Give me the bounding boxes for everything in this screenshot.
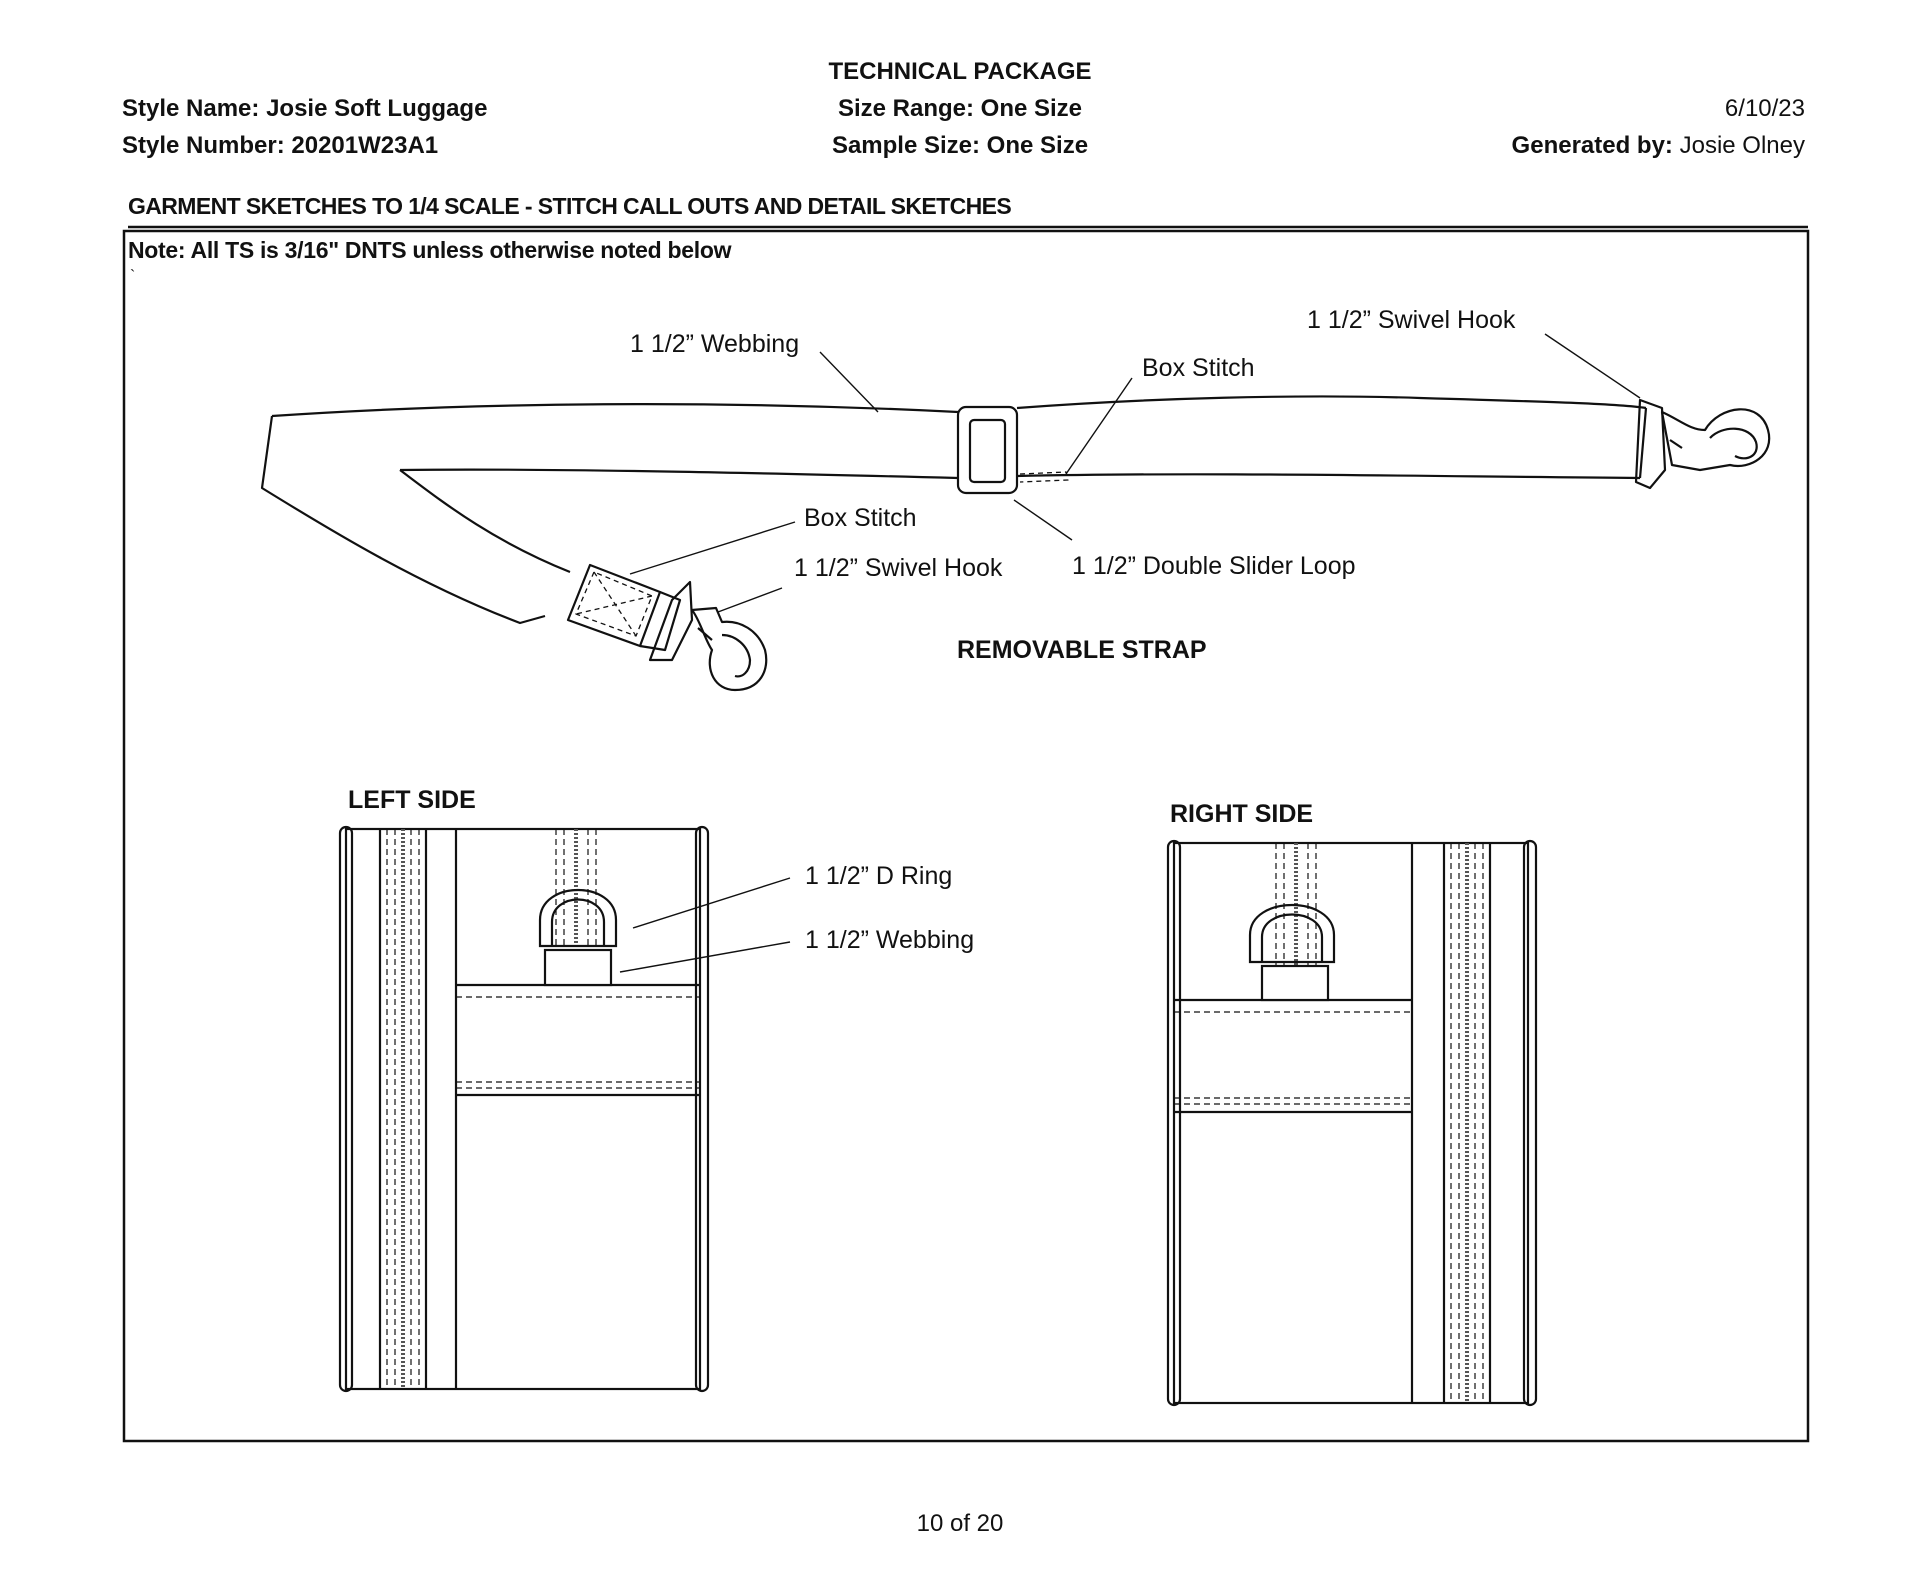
leader-swivel-hook-left [717,587,783,613]
left-side-title: LEFT SIDE [348,786,476,814]
right-side-title: RIGHT SIDE [1170,800,1313,828]
callout-swivel-hook-right: 1 1/2” Swivel Hook [1307,306,1516,334]
generated-by-label: Generated by: [1511,132,1673,159]
leader-d-ring [632,877,791,929]
generated-by: Generated by: Josie Olney [1512,132,1805,160]
style-number-value: 20201W23A1 [291,132,439,159]
leader-webbing [819,351,879,413]
generated-by-value: Josie Olney [1679,132,1805,159]
strap-leader-lines [629,333,1641,613]
callout-box-stitch-bottom: Box Stitch [804,504,917,532]
leader-webbing-side [619,941,791,973]
page-number: 10 of 20 [916,1510,1004,1537]
style-name-label: Style Name: [122,95,260,122]
size-range-label: Size Range: [837,95,974,122]
left-side-sketch [338,825,710,1393]
style-name: Style Name: Josie Soft Luggage [122,95,487,123]
date: 6/10/23 [1724,95,1805,122]
style-number-label: Style Number: [122,132,285,159]
callout-box-stitch-top: Box Stitch [1142,354,1255,382]
left-side-leader-lines [619,877,791,973]
note-tick: ` [130,268,136,285]
removable-strap-sketch [260,395,1771,692]
size-range: Size Range: One Size [0,95,1920,123]
sample-size: Sample Size: One Size [0,132,1920,160]
callout-webbing: 1 1/2” Webbing [630,330,799,358]
leader-box-stitch-bottom [629,521,796,575]
style-name-value: Josie Soft Luggage [266,95,488,122]
sample-size-value: One Size [986,132,1089,159]
sample-size-label: Sample Size: [831,132,980,159]
leader-double-slider-loop [1013,499,1073,541]
sketch-frame [122,225,1810,1443]
size-range-value: One Size [980,95,1083,122]
note: Note: All TS is 3/16" DNTS unless otherw… [128,237,732,263]
callout-webbing-side: 1 1/2” Webbing [805,926,974,954]
callout-d-ring: 1 1/2” D Ring [805,862,952,890]
callout-double-slider-loop: 1 1/2” Double Slider Loop [1072,552,1356,580]
leader-swivel-hook-right [1544,333,1641,399]
leader-box-stitch-top [1065,377,1133,475]
style-number: Style Number: 20201W23A1 [122,132,438,160]
doc-title: TECHNICAL PACKAGE [828,58,1092,85]
right-side-sketch [1166,839,1538,1407]
section-title: GARMENT SKETCHES TO 1/4 SCALE - STITCH C… [128,193,1012,219]
strap-title: REMOVABLE STRAP [957,636,1207,664]
callout-swivel-hook-left: 1 1/2” Swivel Hook [794,554,1003,582]
